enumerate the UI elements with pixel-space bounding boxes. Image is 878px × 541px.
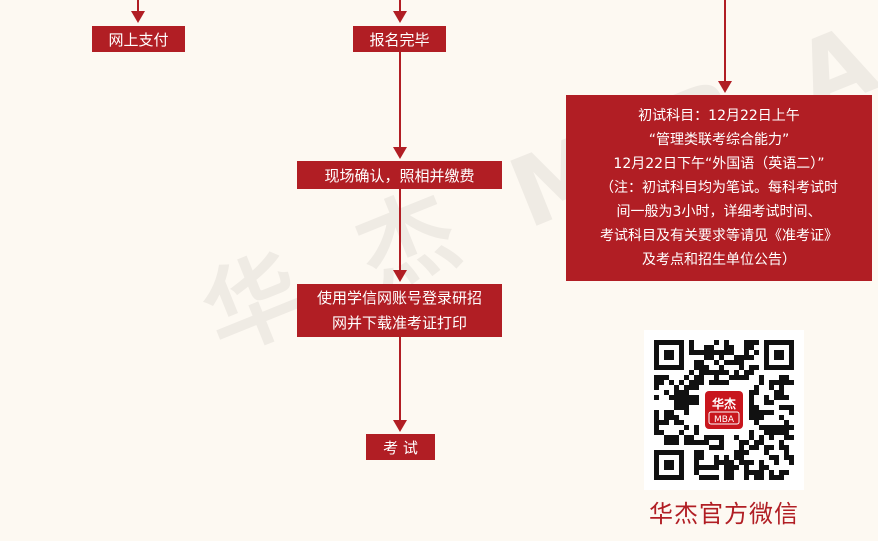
connector-ticket-exam bbox=[399, 337, 401, 421]
step-registration-done: 报名完毕 bbox=[353, 26, 446, 52]
step-pay-online: 网上支付 bbox=[92, 26, 185, 52]
logo-text-line-2: MBA bbox=[714, 415, 735, 425]
arrow-down-icon bbox=[393, 420, 407, 432]
exam-info-line-4: （注：初试科目均为笔试。每科考试时 bbox=[600, 180, 838, 196]
exam-info-line-6: 考试科目及有关要求等请见《准考证》 bbox=[600, 228, 838, 244]
exam-info-line-3: 12月22日下午“外国语（英语二）” bbox=[613, 156, 825, 172]
connector-exam-info bbox=[724, 0, 726, 82]
connector-registration-confirm bbox=[399, 52, 401, 148]
admission-ticket-line-1: 使用学信网账号登录研招 bbox=[316, 288, 482, 307]
qr-caption: 华杰官方微信 bbox=[649, 500, 799, 528]
arrow-down-icon bbox=[718, 81, 732, 93]
arrow-down-icon bbox=[393, 270, 407, 282]
connector-registration-top bbox=[399, 0, 401, 12]
exam-info-box: 初试科目：12月22日上午 “管理类联考综合能力” 12月22日下午“外国语（英… bbox=[566, 95, 872, 281]
step-exam: 考 试 bbox=[366, 434, 435, 460]
admission-ticket-line-2: 网并下载准考证打印 bbox=[331, 313, 467, 332]
arrow-down-icon bbox=[393, 147, 407, 159]
connector-pay-top bbox=[137, 0, 139, 12]
step-admission-ticket: 使用学信网账号登录研招 网并下载准考证打印 bbox=[297, 284, 502, 337]
exam-info-line-1: 初试科目：12月22日上午 bbox=[638, 108, 800, 124]
wechat-qr-code: 华杰 MBA bbox=[644, 330, 804, 490]
step-onsite-confirm: 现场确认，照相并缴费 bbox=[297, 161, 502, 189]
huajie-logo: 华杰 MBA bbox=[702, 388, 746, 432]
exam-info-line-7: 及考点和招生单位公告） bbox=[642, 252, 796, 268]
exam-info-line-2: “管理类联考综合能力” bbox=[648, 132, 790, 148]
arrow-down-icon bbox=[393, 11, 407, 23]
logo-text-line-1: 华杰 bbox=[712, 396, 736, 411]
arrow-down-icon bbox=[131, 11, 145, 23]
connector-confirm-ticket bbox=[399, 189, 401, 271]
exam-info-line-5: 间一般为3小时，详细考试时间、 bbox=[616, 204, 822, 220]
